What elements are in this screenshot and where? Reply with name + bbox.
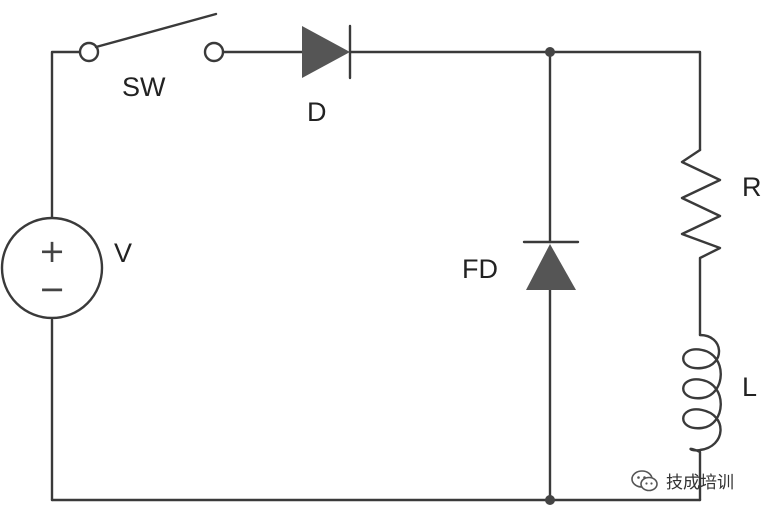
label-sw: SW xyxy=(122,72,166,102)
voltage-source xyxy=(0,216,104,320)
junction-bottom xyxy=(545,495,555,505)
switch-blade xyxy=(94,12,218,49)
label-v: V xyxy=(114,238,133,268)
watermark-text: 技成培训 xyxy=(666,473,734,493)
junction-top xyxy=(545,47,555,57)
watermark: 技成培训 xyxy=(630,468,734,493)
switch-terminal-left xyxy=(78,41,100,63)
label-r: R xyxy=(742,172,762,202)
label-d: D xyxy=(307,97,327,127)
wire-top-right xyxy=(348,50,702,152)
label-l: L xyxy=(742,372,758,402)
inductor-l xyxy=(682,333,722,502)
switch-terminal-right xyxy=(203,41,225,63)
diode-d-triangle xyxy=(302,26,350,78)
wire-top-left xyxy=(50,50,82,220)
fd-triangle xyxy=(526,244,576,290)
label-fd: FD xyxy=(462,254,498,284)
source-minus: − xyxy=(39,270,66,308)
resistor-r xyxy=(680,148,722,337)
source-plus: + xyxy=(39,232,66,270)
wechat-icon xyxy=(631,469,658,491)
